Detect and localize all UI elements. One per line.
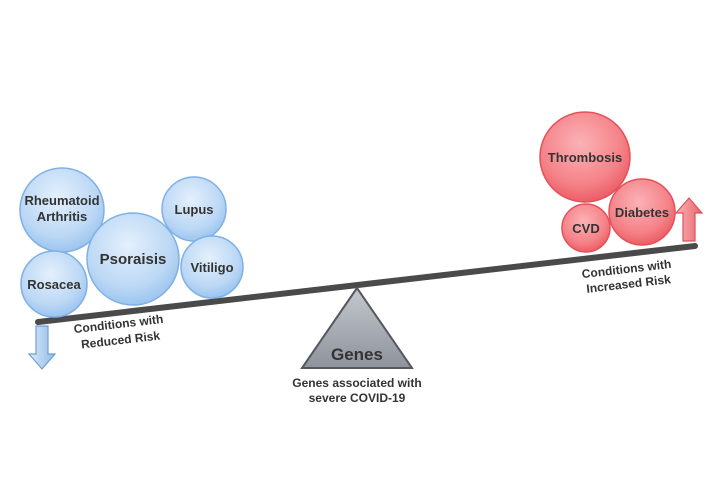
increased-risk-group: Thrombosis CVD Diabetes (539, 111, 676, 253)
bubble-rosacea-label: Rosacea (27, 277, 81, 292)
bubble-psoraisis-label: Psoraisis (100, 251, 167, 268)
bubble-rheumatoid-arthritis-label-line1: Rheumatoid (24, 193, 99, 208)
fulcrum: Genes (300, 286, 414, 369)
bubble-lupus-label: Lupus (175, 202, 214, 217)
fulcrum-label: Genes (331, 345, 383, 364)
bubble-vitiligo-label: Vitiligo (190, 260, 233, 275)
fulcrum-caption-line1: Genes associated with (292, 376, 421, 390)
down-arrow-icon (27, 325, 57, 370)
fulcrum-triangle (300, 286, 414, 369)
bubble-cvd-label: CVD (572, 221, 599, 236)
up-arrow-icon (674, 197, 704, 242)
bubble-diabetes-label: Diabetes (615, 205, 669, 220)
bubble-thrombosis-label: Thrombosis (548, 150, 622, 165)
reduced-risk-group: Rheumatoid Arthritis Rosacea Psoraisis L… (19, 167, 244, 318)
bubble-psoraisis (86, 212, 180, 306)
bubble-rosacea (20, 250, 88, 318)
bubble-cvd (561, 203, 611, 253)
seesaw-beam (35, 243, 698, 325)
bubble-diabetes (608, 178, 676, 246)
fulcrum-caption-line2: severe COVID-19 (309, 391, 406, 405)
bubble-vitiligo (180, 235, 244, 299)
bubble-rheumatoid-arthritis-label-line2: Arthritis (37, 209, 88, 224)
bubble-thrombosis (539, 111, 631, 203)
